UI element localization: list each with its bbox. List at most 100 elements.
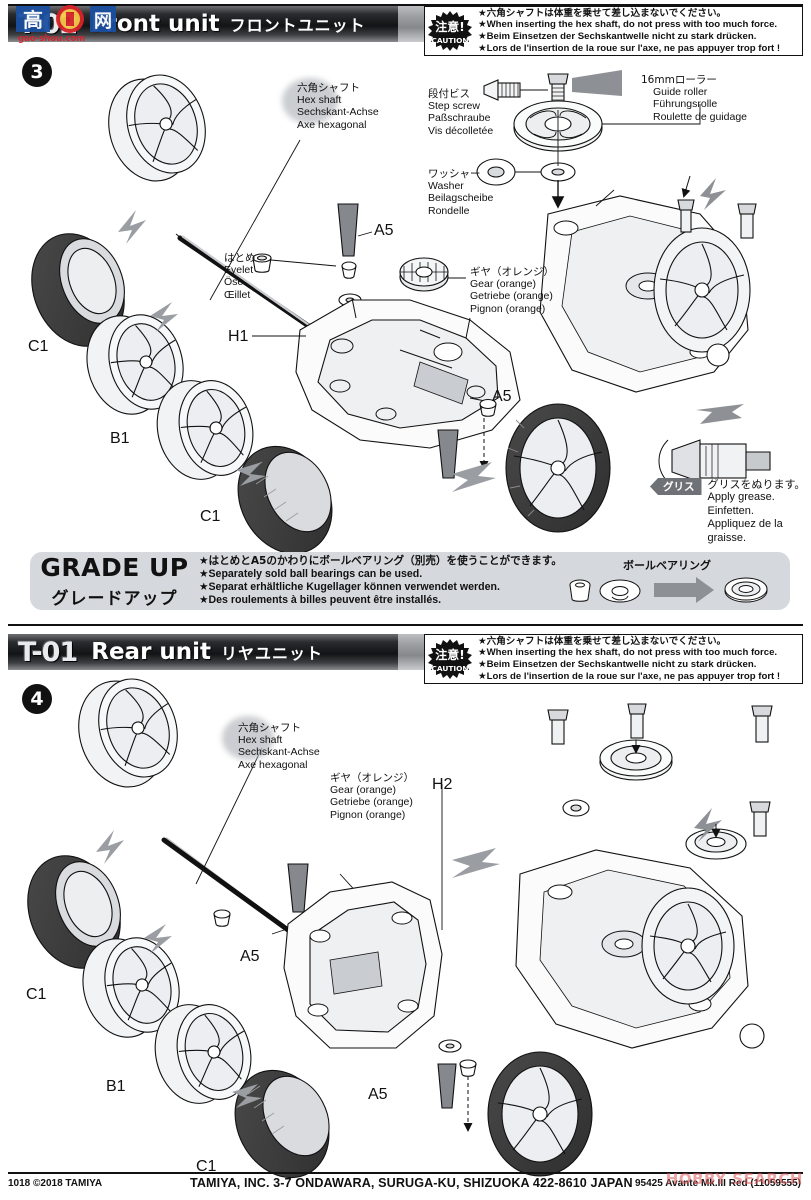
label-line-fr: Roulette de guidage <box>653 110 747 123</box>
label-line-fr: Pignon (orange) <box>470 302 546 315</box>
hex-shaft-halo <box>282 78 338 124</box>
section-front-unit <box>8 4 803 618</box>
grade-up-line-en: ★Separately sold ball bearings can be us… <box>198 568 423 580</box>
label-line-de: Führungsrolle <box>653 98 718 111</box>
ball-bearing-caption: ボールベアリング <box>623 559 711 572</box>
kit-name: Avante Mk.III Red (11059555) <box>665 1178 801 1189</box>
label-line-jp: はとめ <box>224 252 256 264</box>
caution-text-front: ★六角シャフトは体重を乗せて差し込まないでください。 ★When inserti… <box>478 8 780 54</box>
copyright-text: 1018 ©2018 TAMIYA <box>8 1178 103 1189</box>
label-line-de: Öse <box>224 276 244 289</box>
label-line-jp: ギヤ（オレンジ） <box>330 772 414 784</box>
grease-callout: グリス グリスをぬります。 Apply grease. Einfetten. A… <box>650 478 805 545</box>
svg-text:CAUTION: CAUTION <box>431 36 468 45</box>
label-gear-orange-rear: ギヤ（オレンジ） Gear (orange) Getriebe (orange)… <box>330 772 414 821</box>
label-line-fr: Axe hexagonal <box>297 118 367 131</box>
label-line-fr: Rondelle <box>428 204 470 217</box>
rear-unit-diagram <box>27 678 773 1179</box>
label-line-jp: 16mmローラー <box>641 74 717 86</box>
part-code-a5-rear-b: A5 <box>368 1086 388 1103</box>
grade-up-line-de: ★Separat erhältliche Kugellager können v… <box>198 581 500 593</box>
grade-up-title-jp: グレードアップ <box>51 589 178 609</box>
label-line-jp: 六角シャフト <box>297 82 360 94</box>
label-hex-shaft-rear: 六角シャフト Hex shaft Sechskant-Achse Axe hex… <box>238 722 320 771</box>
section-title-front-jp: フロントユニット <box>229 16 366 35</box>
svg-text:网: 网 <box>94 11 112 32</box>
mid-divider <box>8 624 803 626</box>
label-line-en: Guide roller <box>653 86 708 99</box>
caution-line-jp: ★六角シャフトは体重を乗せて差し込まないでください。 <box>478 635 727 647</box>
label-line-jp: 六角シャフト <box>238 722 301 734</box>
caution-box-front: 注意! CAUTION ★六角シャフトは体重を乗せて差し込まないでください。 ★… <box>424 6 803 56</box>
part-code-a5-rear-a: A5 <box>240 948 260 965</box>
ball-bearing-illustration: ボールベアリング <box>562 557 790 605</box>
part-code-c1-front-b: C1 <box>200 508 221 525</box>
watermark-hobby-search: HOBBY SEARCH <box>665 1170 803 1188</box>
svg-text:注意!: 注意! <box>435 19 464 34</box>
label-line-en: Step screw <box>428 100 480 113</box>
front-unit-diagram <box>31 70 771 555</box>
grease-line-en: Apply grease. <box>707 491 775 504</box>
section-title-rear-jp: リヤユニット <box>221 644 324 663</box>
label-line-fr: Vis décolletée <box>428 124 494 137</box>
label-line-en: Gear (orange) <box>330 784 396 797</box>
caution-line-fr: ★Lors de l'insertion de la roue sur l'ax… <box>478 42 781 54</box>
grade-up-text: ★はとめとA5のかわりにボールベアリング（別売）を使うことができます。 ★Sep… <box>199 555 562 607</box>
part-code-c1-rear-a: C1 <box>26 986 47 1003</box>
part-code-c1-front-a: C1 <box>28 338 49 355</box>
grade-up-title-en: GRADE UP <box>40 553 189 582</box>
label-eyelet-front: はとめ Eyelet Öse Œillet <box>224 252 256 301</box>
part-code-b1-front: B1 <box>110 430 130 447</box>
ball-bearing-icon <box>569 577 768 603</box>
label-gear-orange-front: ギヤ（オレンジ） Gear (orange) Getriebe (orange)… <box>470 266 554 315</box>
label-line-en: Hex shaft <box>297 94 342 107</box>
caution-line-de: ★Beim Einsetzen der Sechskantwelle nicht… <box>478 31 757 42</box>
kit-identifier: 95425 Avante Mk.III Red (11059555) <box>635 1178 801 1189</box>
grease-line-jp: グリスをぬります。 <box>707 478 806 491</box>
section-title-rear-en: Rear unit <box>91 639 212 665</box>
part-code-h1: H1 <box>228 328 249 345</box>
label-line-de: Sechskant-Achse <box>297 106 379 119</box>
step-number-4: 4 <box>22 684 52 714</box>
caution-line-en: ★When inserting the hex shaft, do not pr… <box>478 647 778 659</box>
grease-line-fr1: Appliquez de la <box>707 518 783 531</box>
section-code-rear: T-01 <box>18 636 78 668</box>
label-guide-roller: 16mmローラー Guide roller Führungsrolle Roul… <box>641 74 747 123</box>
caution-line-en: ★When inserting the hex shaft, do not pr… <box>478 19 778 31</box>
label-line-fr: Œillet <box>224 288 251 301</box>
grease-text: グリスをぬります。 Apply grease. Einfetten. Appli… <box>708 478 806 545</box>
part-code-a5-front-a: A5 <box>374 222 394 239</box>
grease-line-fr2: graisse. <box>707 531 747 544</box>
section-rear-unit <box>8 624 803 1176</box>
label-line-fr: Pignon (orange) <box>330 808 406 821</box>
page-footer: 1018 ©2018 TAMIYA TAMIYA, INC. 3-7 ONDAW… <box>0 1172 811 1196</box>
label-line-de: Sechskant-Achse <box>238 746 320 759</box>
grade-up-line-fr: ★Des roulements à billes peuvent être in… <box>198 594 442 606</box>
label-line-fr: Axe hexagonal <box>238 758 308 771</box>
caution-line-fr: ★Lors de l'insertion de la roue sur l'ax… <box>478 670 781 682</box>
part-code-h2: H2 <box>432 776 453 793</box>
label-step-screw: 段付ビス Step screw Paßschraube Vis décollet… <box>428 88 493 137</box>
caution-box-rear: 注意! CAUTION ★六角シャフトは体重を乗せて差し込まないでください。 ★… <box>424 634 803 684</box>
grease-tag: グリス <box>650 478 702 495</box>
label-line-jp: 段付ビス <box>428 88 470 100</box>
svg-text:高: 高 <box>23 8 43 32</box>
grade-up-box: GRADE UP グレードアップ ★はとめとA5のかわりにボールベアリング（別売… <box>30 552 790 610</box>
label-hex-shaft-front: 六角シャフト Hex shaft Sechskant-Achse Axe hex… <box>297 82 379 131</box>
part-code-c1-rear-b: C1 <box>196 1158 217 1175</box>
caution-text-rear: ★六角シャフトは体重を乗せて差し込まないでください。 ★When inserti… <box>478 636 780 682</box>
label-line-de: Getriebe (orange) <box>330 796 413 809</box>
caution-line-jp: ★六角シャフトは体重を乗せて差し込まないでください。 <box>478 7 727 19</box>
grade-up-line-jp: ★はとめとA5のかわりにボールベアリング（別売）を使うことができます。 <box>198 555 562 567</box>
label-line-en: Eyelet <box>224 264 254 277</box>
label-washer: ワッシャー Washer Beilagscheibe Rondelle <box>428 168 493 217</box>
label-line-de: Beilagscheibe <box>428 192 494 205</box>
caution-seal-icon: 注意! CAUTION <box>428 10 472 52</box>
step-number-3: 3 <box>22 57 52 87</box>
svg-text:注意!: 注意! <box>435 647 464 662</box>
footer-divider <box>8 1172 803 1174</box>
label-line-jp: ワッシャー <box>428 168 481 180</box>
caution-seal-icon: 注意! CAUTION <box>428 638 472 680</box>
svg-text:CAUTION: CAUTION <box>431 664 468 673</box>
